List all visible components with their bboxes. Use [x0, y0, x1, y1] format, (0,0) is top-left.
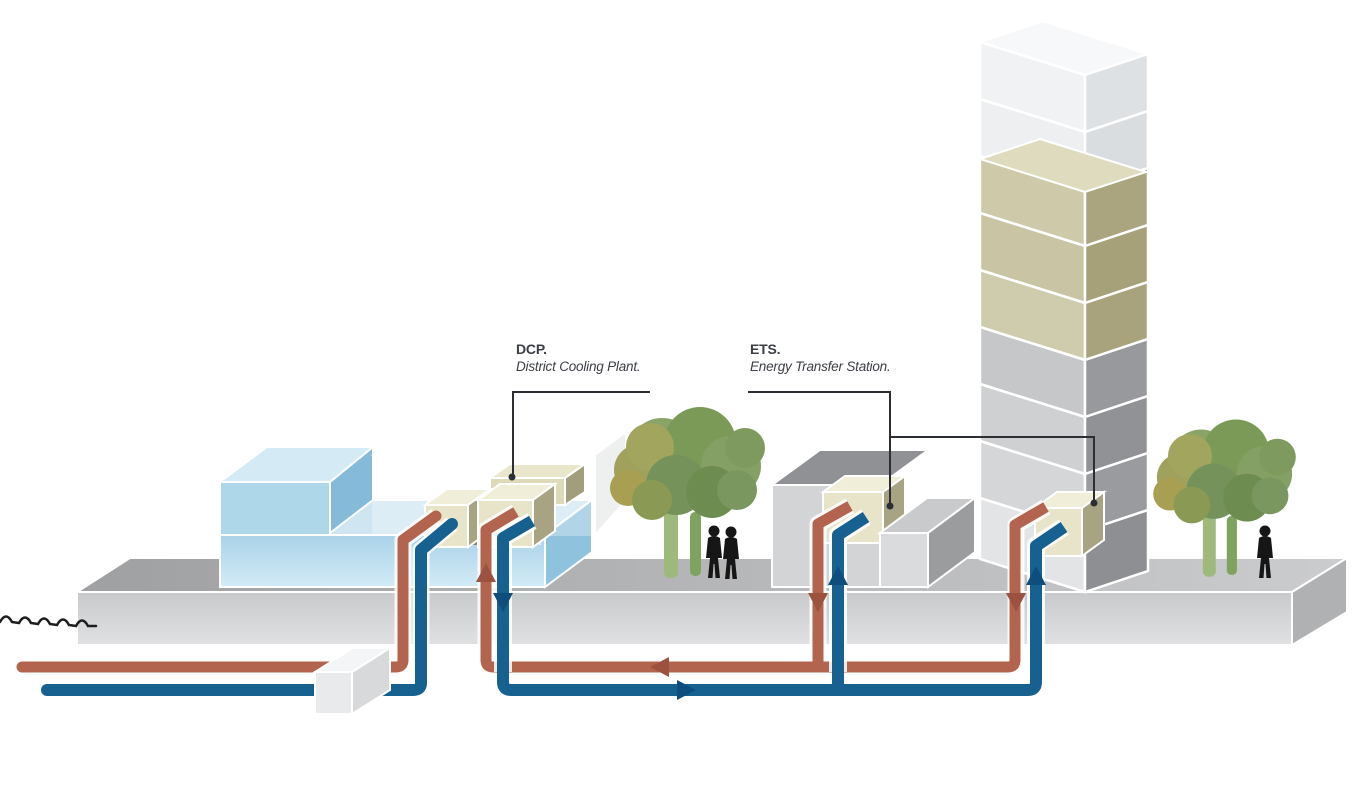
- dcp-label-abbr: DCP.: [516, 341, 547, 357]
- pipe-network: [16, 498, 1069, 700]
- seawater-intake-pipes: [16, 509, 458, 696]
- tree-right: [1153, 419, 1296, 577]
- pump-station-box: [311, 646, 394, 716]
- ets-tower-building: [975, 19, 1153, 594]
- dcp-label: DCP. District Cooling Plant.: [516, 341, 641, 375]
- arrow-chilled-up-ets-tower: [1026, 566, 1046, 585]
- flow-arrows: [476, 563, 1046, 700]
- tree-left: [610, 407, 765, 578]
- ets-leader-line: [748, 391, 1098, 510]
- arrow-warm-down-ets-tower: [1006, 593, 1026, 612]
- arrow-chilled-down-dcp: [493, 593, 513, 612]
- chilled-supply-pipe: [494, 509, 1069, 696]
- dcp-building: [216, 430, 630, 589]
- arrow-warm-down-ets-low: [808, 593, 828, 612]
- arrow-warm-up-dcp: [476, 563, 496, 582]
- arrow-warm-left-main: [650, 657, 669, 677]
- arrow-chilled-right-main: [677, 680, 696, 700]
- dcp-label-full: District Cooling Plant.: [516, 358, 641, 374]
- ets-label-abbr: ETS.: [750, 341, 781, 357]
- ets-label: ETS. Energy Transfer Station.: [750, 341, 891, 375]
- arrow-chilled-up-ets-low: [828, 566, 848, 585]
- water-line: [0, 615, 98, 628]
- ets-label-full: Energy Transfer Station.: [750, 358, 891, 374]
- ets-building-low: [768, 449, 979, 589]
- dcp-leader-line: [508, 391, 650, 481]
